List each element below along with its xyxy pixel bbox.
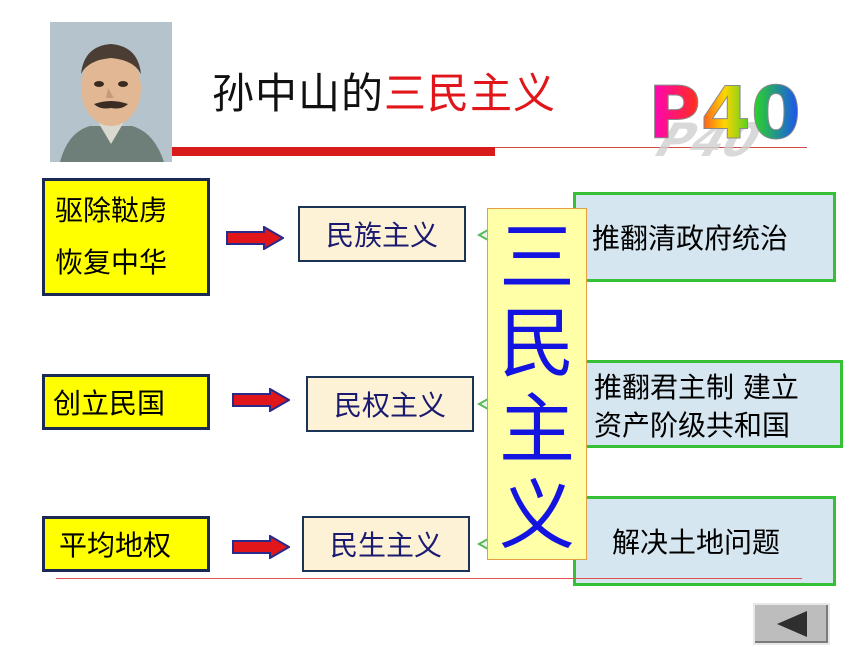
goal-3-text: 解决土地问题 xyxy=(612,526,781,559)
slogan-box-3: 平均地权 xyxy=(42,516,210,572)
principle-label: 民生主义 xyxy=(329,529,442,562)
principle-box-democracy: 民权主义 xyxy=(306,376,474,432)
title-underline-accent xyxy=(172,147,495,156)
slogan-box-2: 创立民国 xyxy=(42,374,210,430)
principle-label: 民族主义 xyxy=(325,219,438,252)
goal-box-1: 推翻清政府统治 xyxy=(573,192,836,282)
goal-box-2: 推翻君主制 建立 资产阶级共和国 xyxy=(573,360,843,448)
page-title: 孙中山的三民主义 xyxy=(212,60,556,121)
three-principles-box: 三 民 主 义 xyxy=(487,208,587,560)
page-badge: P40 P40 xyxy=(640,60,801,168)
connector-mark xyxy=(476,398,489,410)
right-arrow-icon xyxy=(232,388,290,412)
slogan-1-line-2: 恢复中华 xyxy=(55,246,168,279)
center-char: 民 xyxy=(499,299,575,388)
principle-box-livelihood: 民生主义 xyxy=(302,516,470,572)
slogan-3-text: 平均地权 xyxy=(59,529,172,562)
goal-box-3: 解决土地问题 xyxy=(573,496,836,586)
principle-label: 民权主义 xyxy=(333,389,446,422)
goal-2-line-2: 资产阶级共和国 xyxy=(594,409,791,442)
principle-box-nationalism: 民族主义 xyxy=(298,206,466,262)
slogan-box-1: 驱除鞑虏 恢复中华 xyxy=(42,178,210,296)
center-char: 三 xyxy=(499,213,575,302)
sun-yat-sen-portrait xyxy=(50,22,172,162)
three-principles-text: 三 民 主 义 xyxy=(488,215,586,559)
goal-2-line-1: 推翻君主制 建立 xyxy=(594,371,799,404)
center-char: 主 xyxy=(499,385,575,474)
right-arrow-icon xyxy=(226,226,284,250)
connector-mark xyxy=(476,538,489,550)
back-button[interactable] xyxy=(753,603,830,645)
slogan-1-line-1: 驱除鞑虏 xyxy=(55,194,168,227)
slogan-2-text: 创立民国 xyxy=(53,387,166,420)
title-highlight: 三民主义 xyxy=(384,69,557,118)
center-char: 义 xyxy=(499,471,575,560)
title-prefix: 孙中山的 xyxy=(212,69,385,118)
goal-1-text: 推翻清政府统治 xyxy=(592,222,789,255)
connector-mark xyxy=(476,229,489,241)
bottom-divider xyxy=(56,578,802,579)
right-arrow-icon xyxy=(232,535,290,559)
badge-text: P40 xyxy=(648,71,800,155)
back-triangle-icon xyxy=(777,611,807,637)
